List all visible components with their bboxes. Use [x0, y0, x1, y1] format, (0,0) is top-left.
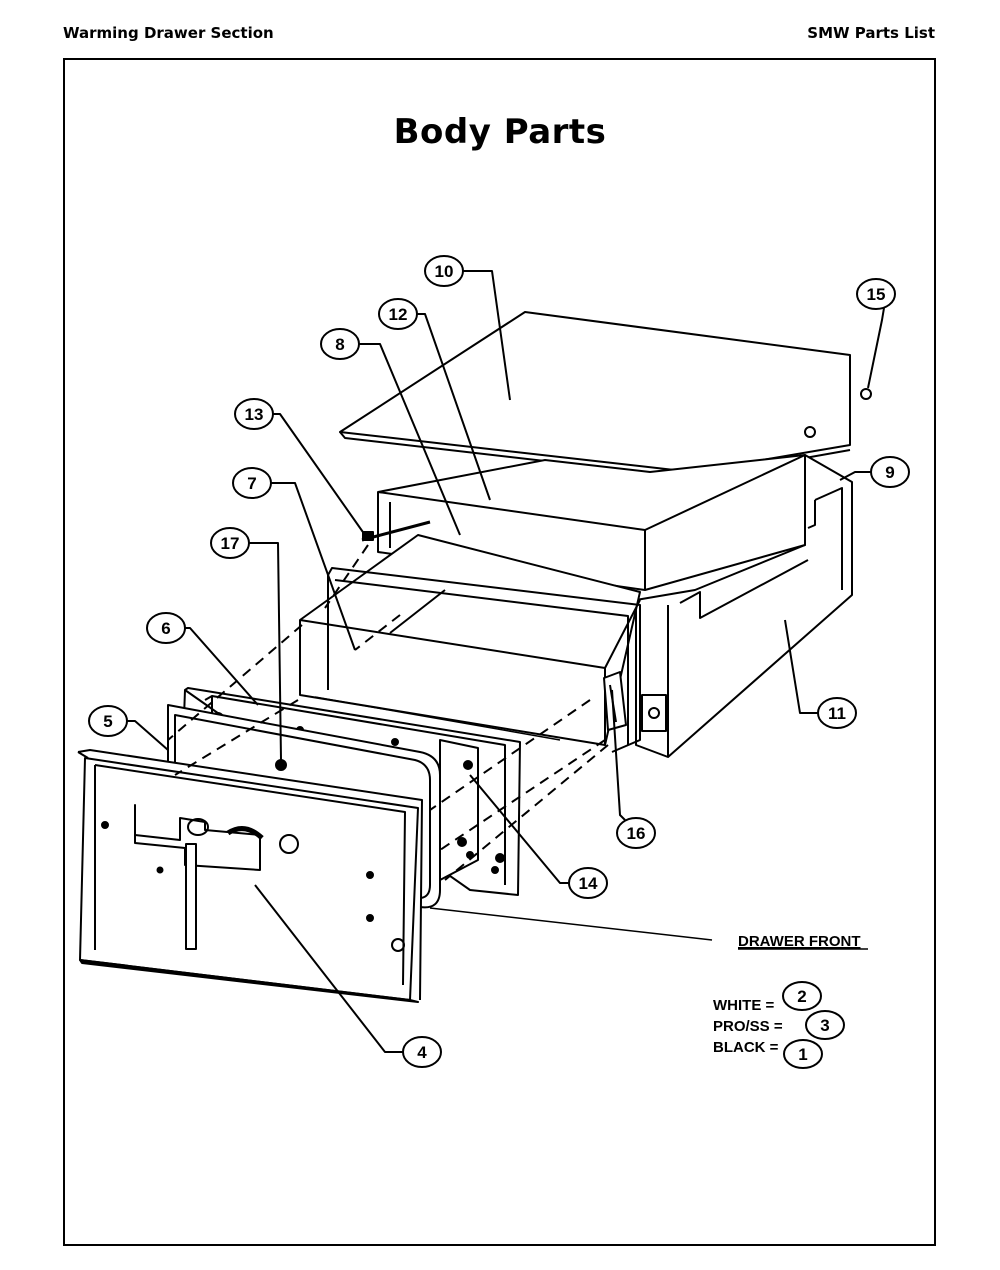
callout-14-label: 14: [579, 874, 598, 893]
assembly-dashed-lines: [167, 544, 609, 881]
callout-13: 13: [234, 398, 366, 536]
callout-16: 16: [611, 689, 656, 849]
callout-17: 17: [210, 527, 282, 761]
drawer-front-leader: [429, 907, 713, 941]
callout-10-label: 10: [435, 262, 454, 281]
callout-9-label: 9: [885, 463, 894, 482]
callout-4-label: 4: [417, 1043, 427, 1062]
legend-pross-label: PRO/SS =: [713, 1018, 783, 1035]
callout-12: 12: [378, 298, 491, 501]
callout-8-label: 8: [335, 335, 344, 354]
screw-part: [362, 531, 374, 541]
mounting-bracket-part: [439, 739, 479, 881]
callout-11-label: 11: [828, 704, 846, 723]
callout-8: 8: [320, 328, 461, 536]
callout-5-label: 5: [103, 712, 112, 731]
callout-10: 10: [424, 255, 511, 401]
parts-list-header: SMW Parts List: [807, 24, 935, 42]
callout-5: 5: [88, 705, 169, 751]
callout-11: 11: [784, 619, 857, 729]
legend-white-label: WHITE =: [713, 997, 774, 1014]
mounting-screw-part: [860, 388, 872, 400]
legend-black-number: 1: [798, 1045, 807, 1064]
color-legend: WHITE = 2 PRO/SS = 3 BLACK = 1: [713, 981, 845, 1069]
legend-white-number: 2: [797, 987, 806, 1006]
callout-6-label: 6: [161, 619, 170, 638]
callout-15-label: 15: [867, 285, 886, 304]
callout-7-label: 7: [247, 474, 256, 493]
section-header: Warming Drawer Section: [63, 24, 274, 42]
callout-17-label: 17: [221, 534, 240, 553]
top-cover-part: [339, 311, 851, 479]
callout-12-label: 12: [389, 305, 408, 324]
page-title: Body Parts: [393, 112, 607, 152]
side-shell-part: [635, 454, 853, 758]
drawer-front-part: [77, 749, 423, 1003]
callout-6: 6: [146, 612, 259, 706]
legend-pross-number: 3: [820, 1016, 829, 1035]
drawer-front-label: DRAWER FRONT: [738, 933, 861, 950]
callout-14: 14: [469, 774, 608, 899]
page-frame: [63, 58, 936, 1246]
callout-15: 15: [856, 278, 896, 389]
legend-black-label: BLACK =: [713, 1039, 779, 1056]
callout-9: 9: [839, 456, 910, 488]
callout-7: 7: [232, 467, 356, 651]
drawer-box-part: [299, 534, 641, 753]
callout-16-label: 16: [627, 824, 646, 843]
callout-4: 4: [254, 884, 442, 1068]
callout-13-label: 13: [245, 405, 264, 424]
